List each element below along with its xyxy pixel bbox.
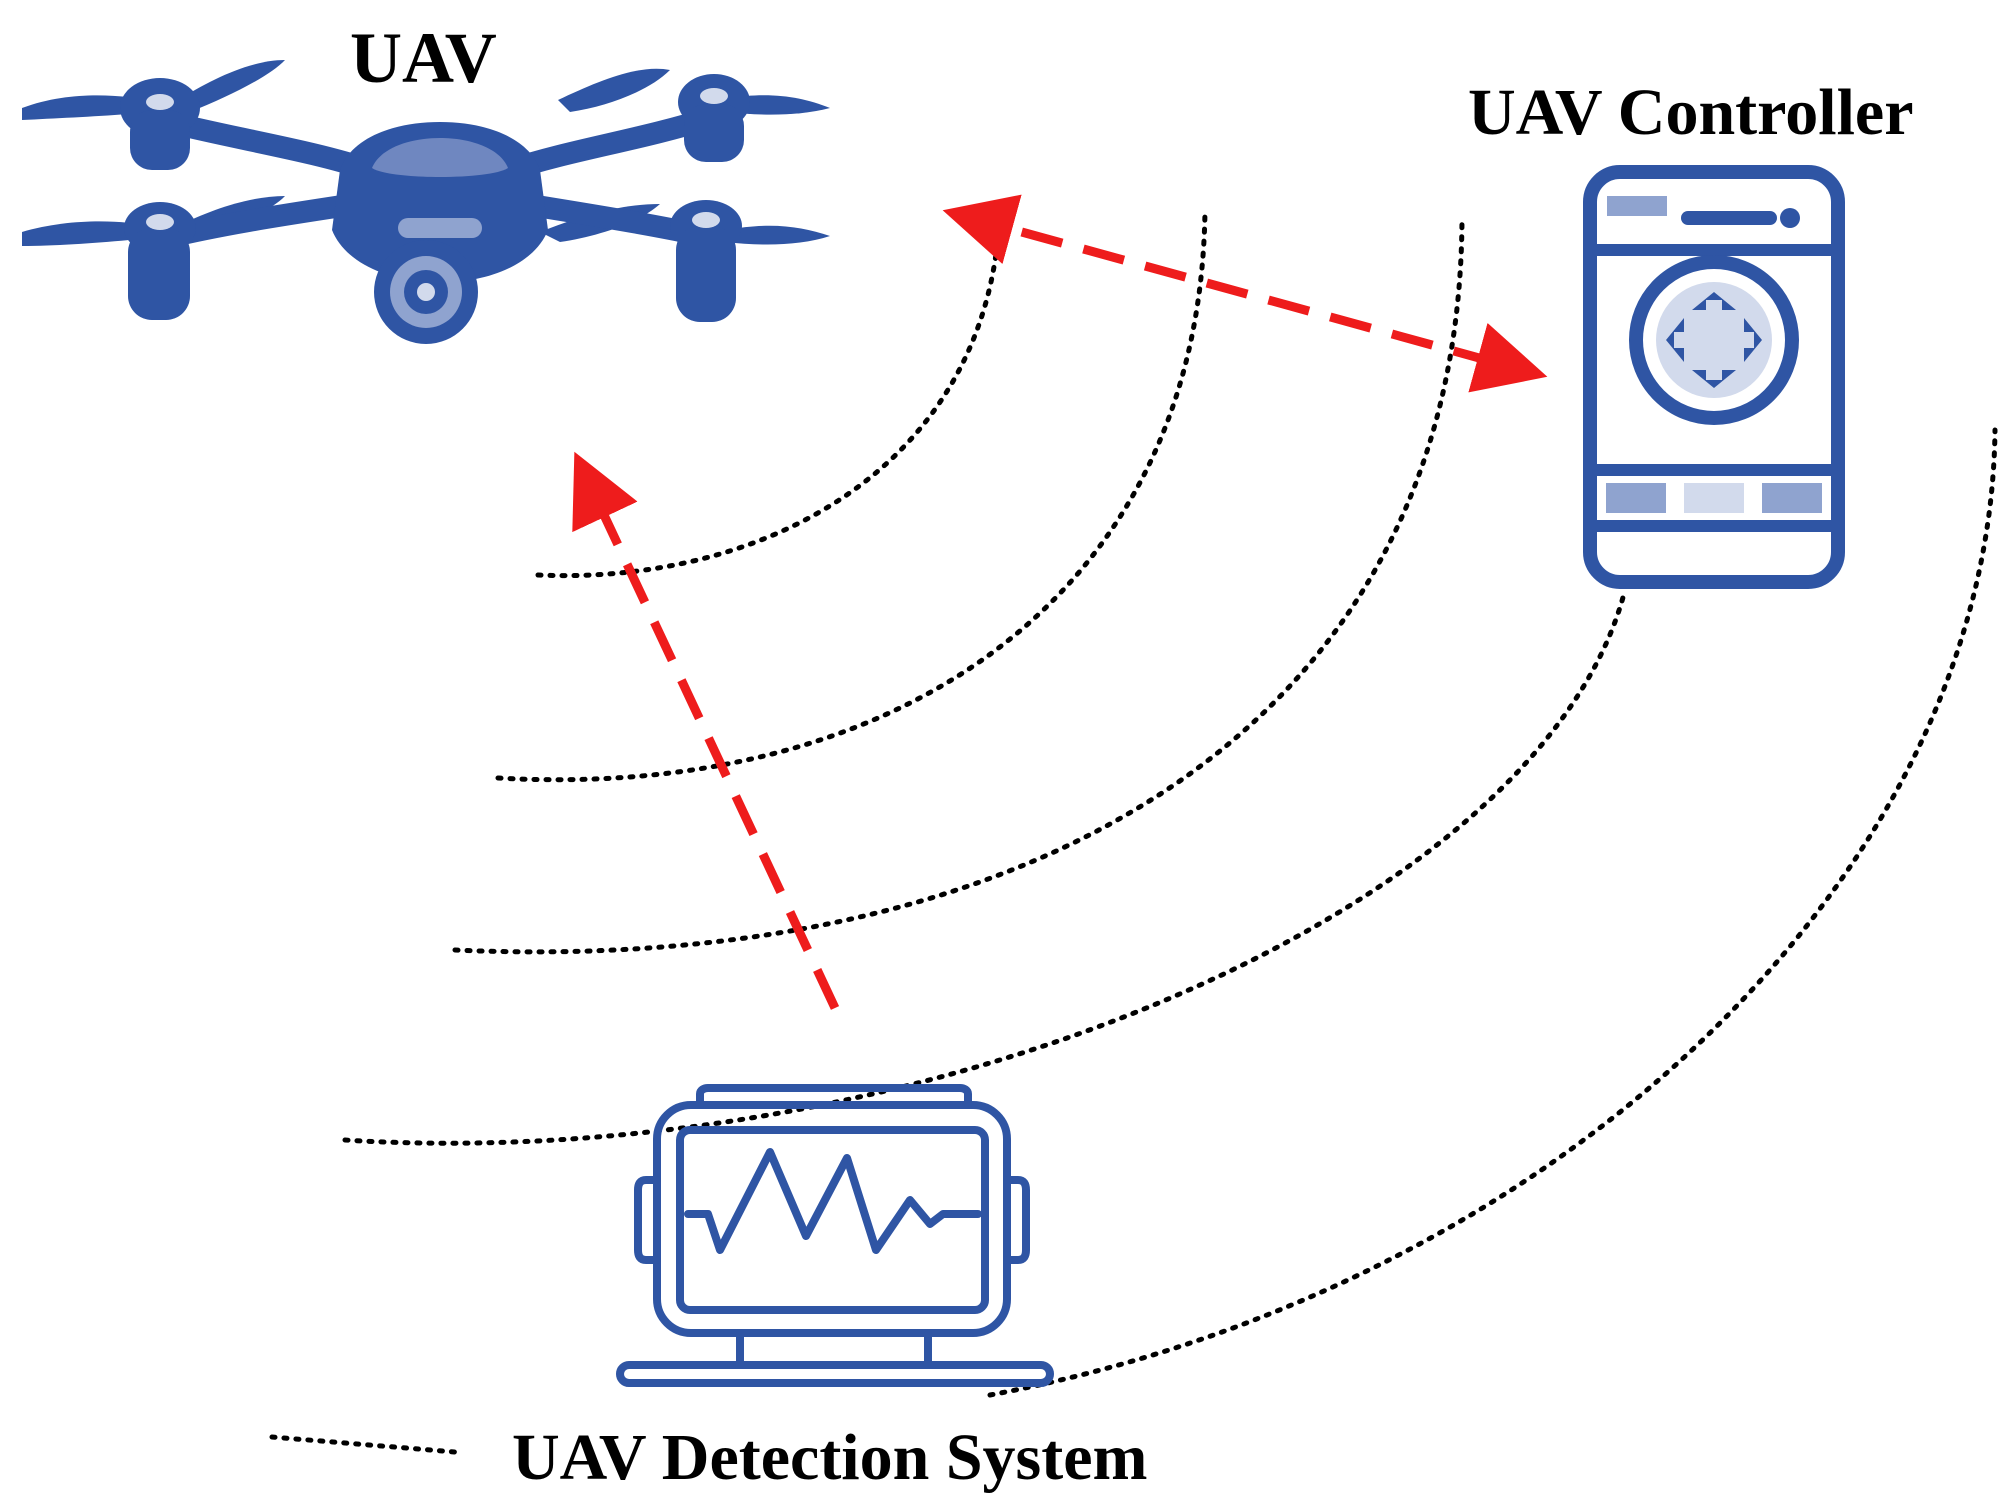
uav-detection-system-label: UAV Detection System <box>512 1421 1148 1494</box>
uav-label: UAV <box>350 18 497 98</box>
wavefront-5 <box>987 427 1998 1398</box>
legend-dotted-line <box>269 1434 458 1455</box>
drone-icon <box>22 60 830 344</box>
communication-links <box>572 194 1548 1010</box>
remote-controller-icon <box>1583 165 1845 589</box>
uav-controller-link <box>942 194 1548 393</box>
uav-controller-label: UAV Controller <box>1468 76 1914 149</box>
detection-to-uav-link <box>572 451 840 1010</box>
monitor-waveform-icon <box>616 1084 1054 1387</box>
wavefront-2 <box>495 207 1208 783</box>
wavefront-4 <box>342 587 1628 1146</box>
wavefront-3 <box>452 215 1465 955</box>
